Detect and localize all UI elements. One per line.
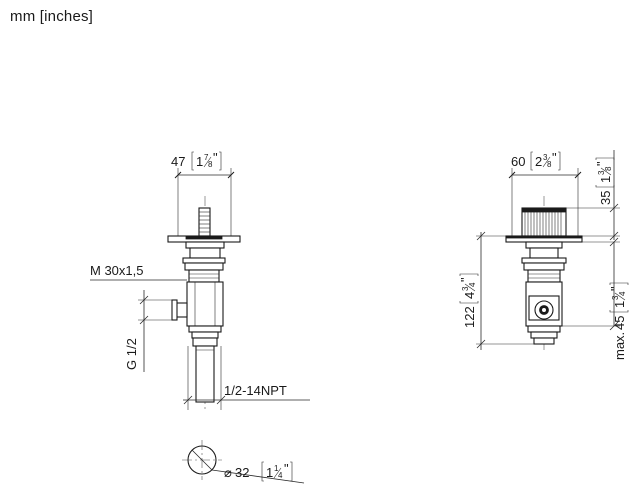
left-width-dimension: 47 1 7 8 " — [171, 150, 235, 238]
right-width-num: 3 — [543, 153, 548, 162]
right-total-dimension: 122 4 3 4 " — [458, 231, 534, 350]
right-width-inch-mark: " — [552, 150, 557, 165]
right-total-num: 3 — [461, 286, 470, 291]
right-width-whole: 2 — [535, 154, 542, 169]
thread-callout: M 30x1,5 — [90, 263, 187, 281]
thread-label: M 30x1,5 — [90, 263, 143, 278]
right-width-den: 8 — [547, 160, 552, 169]
left-width-den: 8 — [208, 160, 213, 169]
left-width-num: 7 — [204, 153, 209, 162]
right-height-mm: 35 — [598, 191, 613, 205]
right-valve-body — [525, 281, 563, 345]
left-nut-stack — [182, 241, 226, 283]
npt-label: 1/2-14NPT — [224, 383, 287, 398]
right-max-prefix: max. — [612, 332, 627, 360]
units-label: mm [inches] — [10, 8, 94, 25]
left-valve-body — [171, 281, 224, 403]
left-view: 47 1 7 8 " — [90, 150, 310, 484]
right-width-mm: 60 — [511, 154, 525, 169]
right-max-den: 4 — [618, 291, 627, 296]
mounting-hole: ⌀ 32 1 1 4 " — [182, 440, 305, 484]
npt-callout: 1/2-14NPT — [183, 346, 310, 410]
right-max-num: 3 — [611, 295, 620, 300]
left-width-inch-mark: " — [213, 150, 218, 165]
left-plate-inner — [185, 235, 223, 240]
left-width-whole: 1 — [196, 154, 203, 169]
connection-label: G 1/2 — [124, 338, 139, 370]
right-max-mm: 45 — [612, 316, 627, 330]
right-height-dimension: 35 1 3 8 " — [566, 150, 620, 241]
hole-diameter-den: 4 — [278, 471, 283, 480]
left-width-mm: 47 — [171, 154, 185, 169]
right-height-den: 8 — [604, 166, 613, 171]
right-nut-stack — [521, 241, 567, 283]
right-width-dimension: 60 2 3 8 " — [508, 150, 582, 238]
right-total-whole: 4 — [462, 292, 477, 299]
right-total-mm: 122 — [462, 306, 477, 328]
left-threaded-stud — [198, 207, 211, 237]
right-max-inch-mark: " — [608, 286, 623, 291]
right-total-inch-mark: " — [458, 277, 473, 282]
hole-diameter-whole: 1 — [266, 465, 273, 480]
right-max-dimension: max. 45 1 3 4 " — [562, 237, 629, 360]
hole-diameter-symbol: ⌀ — [224, 465, 232, 480]
hole-diameter-num: 1 — [274, 464, 279, 473]
right-height-num: 3 — [597, 170, 606, 175]
right-height-inch-mark: " — [594, 161, 609, 166]
knurled-handle — [521, 207, 567, 237]
right-max-whole: 1 — [612, 301, 627, 308]
g12-dimension: G 1/2 — [124, 290, 172, 372]
right-height-whole: 1 — [598, 176, 613, 183]
right-total-den: 4 — [468, 282, 477, 287]
hole-diameter-mm: 32 — [235, 465, 249, 480]
hole-diameter-inch-mark: " — [284, 461, 289, 476]
right-view: 60 2 3 8 " — [458, 150, 629, 360]
right-plate-top — [505, 235, 583, 239]
